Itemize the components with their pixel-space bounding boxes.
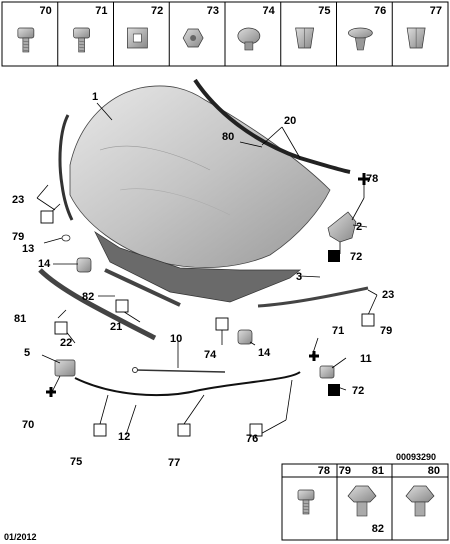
callout-label: 23: [382, 289, 394, 301]
hood-side-seal-left: [58, 114, 74, 221]
square-clip-icon: [127, 27, 148, 49]
cable-handle: [319, 365, 335, 379]
callout-labels: 1208078272323791314822181227410147111570…: [12, 91, 394, 469]
trim-clip-icon: [347, 485, 377, 517]
callout-label: 79: [380, 325, 392, 337]
top-part-label: 75: [318, 5, 330, 17]
callout-label: 81: [14, 313, 26, 325]
callout-label: 21: [110, 321, 122, 333]
top-part-cell: 76: [336, 2, 386, 66]
bottom-part-label: 81: [372, 465, 384, 477]
top-parts-strip: 70 71 72 73 74 75 76 77: [1, 1, 449, 67]
callout-label: 3: [296, 271, 302, 283]
clip-13: [61, 234, 71, 242]
hood-rear-seal: [193, 78, 351, 174]
callout-label: 74: [204, 349, 217, 361]
screw-flange-icon: [297, 489, 315, 515]
callout-label: 10: [170, 333, 182, 345]
top-part-label: 76: [374, 5, 386, 17]
bottom-part-label: 82: [372, 523, 384, 535]
hood-hinge: [327, 211, 357, 243]
callout-label: 12: [118, 431, 130, 443]
bottom-part-label: 79: [339, 465, 351, 477]
footer-ref: 00093290: [396, 452, 436, 462]
callout-label: 71: [332, 325, 344, 337]
top-part-label: 70: [40, 5, 52, 17]
rubber-bumper-left: [76, 257, 92, 273]
top-part-label: 71: [95, 5, 107, 17]
screw-torx-icon: [73, 27, 90, 53]
bottom-parts-strip: 78 79 81 80 82: [281, 463, 449, 541]
callout-label: 14: [258, 347, 271, 359]
callout-label: 5: [24, 347, 30, 359]
top-part-cell: 71: [57, 2, 108, 66]
footer-date: 01/2012: [4, 532, 37, 542]
top-part-label: 77: [430, 5, 442, 17]
callout-label: 72: [352, 385, 364, 397]
hood-panel: [69, 85, 331, 268]
callout-label: 11: [360, 353, 372, 365]
top-part-label: 72: [151, 5, 163, 17]
callout-label: 2: [356, 221, 362, 233]
hood-side-seal-right: [257, 286, 369, 308]
hood-latch: [54, 359, 76, 377]
callout-label: 13: [22, 243, 34, 255]
bottom-part-label: 78: [318, 465, 330, 477]
rubber-bumper-right: [237, 329, 253, 345]
seal-strip-22: [38, 268, 157, 341]
seal-clip-icon: [405, 485, 435, 517]
callout-label: 22: [60, 337, 72, 349]
callout-label: 78: [366, 173, 378, 185]
bottom-part-label: 80: [428, 465, 440, 477]
push-rivet-icon: [348, 27, 373, 51]
callout-label: 76: [246, 433, 258, 445]
top-part-cell: 72: [113, 2, 163, 66]
callout-label: 75: [70, 456, 82, 468]
cable-clip-icon: [406, 27, 426, 49]
top-part-label: 73: [207, 5, 219, 17]
callout-label: 77: [168, 457, 180, 469]
callout-label: 82: [82, 291, 94, 303]
top-part-cell: 70: [17, 5, 52, 53]
panel-clip-icon: [295, 27, 315, 49]
top-part-cell: 73: [168, 2, 219, 66]
top-part-cell: 77: [391, 2, 442, 66]
callout-label: 79: [12, 231, 24, 243]
top-part-label: 74: [263, 5, 276, 17]
callout-label: 14: [38, 258, 51, 270]
callout-label: 70: [22, 419, 34, 431]
hex-nut-icon: [182, 28, 204, 48]
callout-label: 1: [92, 91, 98, 103]
callout-label: 80: [222, 131, 234, 143]
top-part-cell: 75: [280, 2, 331, 66]
rubber-buffer-icon: [237, 27, 261, 51]
callout-label: 72: [350, 251, 362, 263]
top-part-cell: 74: [224, 2, 276, 66]
callout-label: 23: [12, 194, 24, 206]
hood-prop-rod: [132, 367, 226, 373]
reference-squares: [40, 210, 375, 437]
screw-flange-icon: [17, 27, 35, 53]
hood-insulation: [94, 231, 301, 303]
hood-release-cable: [74, 371, 301, 397]
cross-marker: [46, 173, 370, 397]
callout-label: 20: [284, 115, 296, 127]
seal-strip-21: [104, 268, 181, 307]
